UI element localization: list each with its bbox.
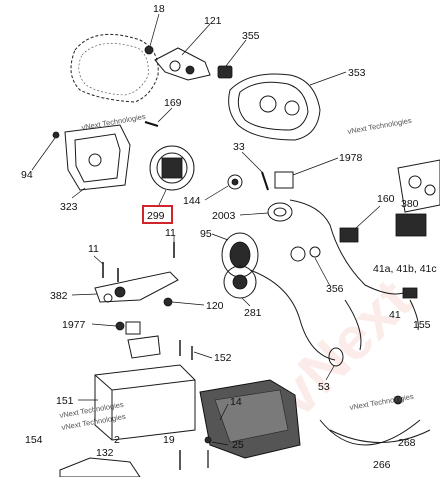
engine-block-fragment [397,159,440,213]
part-154-plate[interactable] [59,457,141,477]
part-382-bracket[interactable] [71,271,179,303]
part-121-bracket[interactable] [154,23,211,81]
callout-2[interactable]: 2 [114,434,120,446]
callout-323[interactable]: 323 [60,201,78,213]
wiring-harness [249,199,421,446]
callout-120[interactable]: 120 [206,300,224,312]
callout-2003[interactable]: 2003 [212,210,236,222]
callout-14[interactable]: 14 [230,396,242,408]
highlight-box-299 [142,205,173,224]
callout-266[interactable]: 266 [373,459,391,471]
part-94-screw[interactable] [31,131,60,171]
callout-154[interactable]: 154 [25,434,43,446]
callout-380[interactable]: 380 [401,198,419,210]
callout-33[interactable]: 33 [233,141,245,153]
callout-355[interactable]: 355 [242,30,260,42]
callout-144[interactable]: 144 [183,195,201,207]
callout-1978[interactable]: 1978 [339,152,363,164]
part-144-knob[interactable] [204,174,243,201]
callout-94[interactable]: 94 [21,169,33,181]
part-160-harness-connector[interactable] [339,205,381,243]
callout-25[interactable]: 25 [232,439,244,451]
part-18-nut[interactable] [144,13,160,55]
callout-11-lower[interactable]: 11 [88,243,99,255]
part-356-connector[interactable] [290,246,331,287]
part-355-connector[interactable] [217,39,247,79]
part-281-switch[interactable] [223,265,257,307]
callout-41abc[interactable]: 41a, 41b, 41c [373,263,437,275]
callout-18[interactable]: 18 [153,3,165,15]
part-11-screw-lower[interactable] [93,255,119,282]
callout-281[interactable]: 281 [244,307,262,319]
watermark-text: vNext Technologies [347,116,413,136]
part-299-gauge[interactable] [149,145,195,208]
part-353-gauge-housing[interactable] [228,71,347,141]
callout-382[interactable]: 382 [50,290,68,302]
callout-11-upper[interactable]: 11 [165,227,176,239]
callout-19[interactable]: 19 [163,434,175,446]
callout-121[interactable]: 121 [204,15,222,27]
part-152-screws[interactable] [179,340,213,360]
callout-1977[interactable]: 1977 [62,319,86,331]
part-1977-bracket[interactable] [91,321,161,359]
callout-160[interactable]: 160 [377,193,395,205]
part-151-battery[interactable] [78,364,196,441]
part-380-connector-block[interactable] [395,213,427,237]
part-53-clamp[interactable] [325,347,344,381]
callout-356[interactable]: 356 [326,283,344,295]
part-14-strap[interactable] [199,379,301,459]
callout-268[interactable]: 268 [398,437,416,449]
callout-299[interactable]: 299 [147,210,165,222]
part-1978-bracket[interactable] [274,157,339,189]
part-33-bolt[interactable] [241,151,269,191]
callout-132[interactable]: 132 [96,447,114,459]
part-120-nut[interactable] [163,297,205,307]
part-2003-ring[interactable] [239,202,293,222]
callout-41[interactable]: 41 [389,309,401,321]
watermark-text: vNext Technologies [349,392,415,412]
part-155-wires[interactable] [409,299,419,331]
callout-353[interactable]: 353 [348,67,366,79]
part-323-frame[interactable] [64,124,131,199]
part-169-screw[interactable] [144,107,173,127]
part-95-switch[interactable] [211,232,259,278]
callout-169[interactable]: 169 [164,97,182,109]
part-25-screws[interactable] [204,436,229,468]
callout-152[interactable]: 152 [214,352,232,364]
callout-155[interactable]: 155 [413,319,431,331]
callout-95[interactable]: 95 [200,228,212,240]
callout-53[interactable]: 53 [318,381,330,393]
part-windshield-cover[interactable] [70,33,159,103]
part-41-connector[interactable] [402,287,418,299]
callout-151[interactable]: 151 [56,395,74,407]
part-268-cable[interactable] [329,395,431,443]
watermark-text: vNext Technologies [81,112,147,132]
